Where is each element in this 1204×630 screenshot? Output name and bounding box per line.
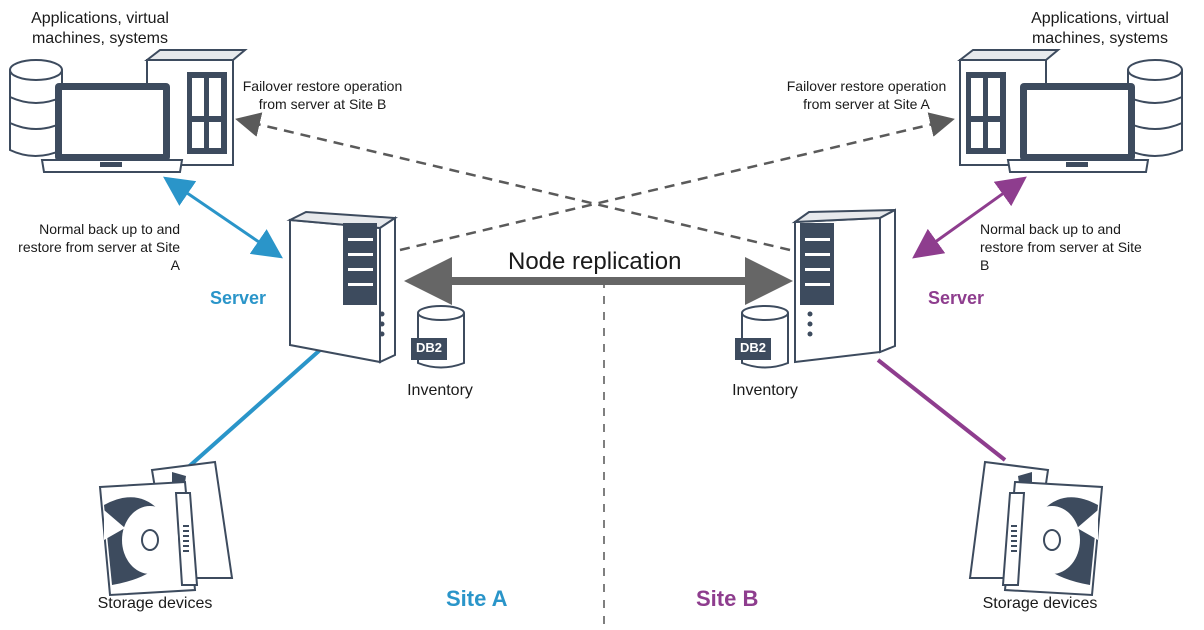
db-badge-right: DB2 (739, 340, 766, 355)
storage-label-left: Storage devices (97, 595, 213, 612)
failover-label-left: Failover restore operation from server a… (242, 78, 403, 112)
failover-label-right: Failover restore operation from server a… (786, 78, 947, 112)
server-icon-right (791, 208, 896, 364)
site-label-a: Site A (446, 586, 508, 611)
server-label-right: Server (928, 288, 985, 308)
normal-arrow-left (163, 176, 283, 259)
clients-label-left: Applications, virtual machines, systems (31, 10, 169, 47)
inventory-db-icon-left (411, 305, 465, 369)
inventory-db-icon-right (735, 305, 789, 369)
storage-link-left (183, 348, 322, 472)
server-icon-left (286, 210, 399, 364)
site-label-b: Site B (696, 586, 759, 611)
db-badge-left: DB2 (415, 340, 442, 355)
clients-label-right: Applications, virtual machines, systems (1031, 10, 1169, 47)
normal-label-right: Normal back up to and restore from serve… (980, 221, 1142, 273)
inventory-label-left: Inventory (407, 382, 473, 399)
failover-arrow-to-left (235, 112, 791, 252)
clients-icon-right (957, 49, 1183, 173)
storage-device-icon-right (968, 460, 1104, 597)
server-label-left: Server (210, 288, 267, 308)
normal-arrow-right (912, 176, 1027, 259)
normal-label-left: Normal back up to and restore from serve… (18, 221, 180, 273)
failover-arrow-to-right (399, 112, 955, 252)
node-replication-label: Node replication (508, 248, 682, 275)
clients-icon-left (9, 49, 248, 173)
storage-link-right (876, 358, 1007, 462)
storage-label-right: Storage devices (982, 595, 1098, 612)
storage-device-icon-left (98, 460, 234, 597)
inventory-label-right: Inventory (732, 382, 798, 399)
